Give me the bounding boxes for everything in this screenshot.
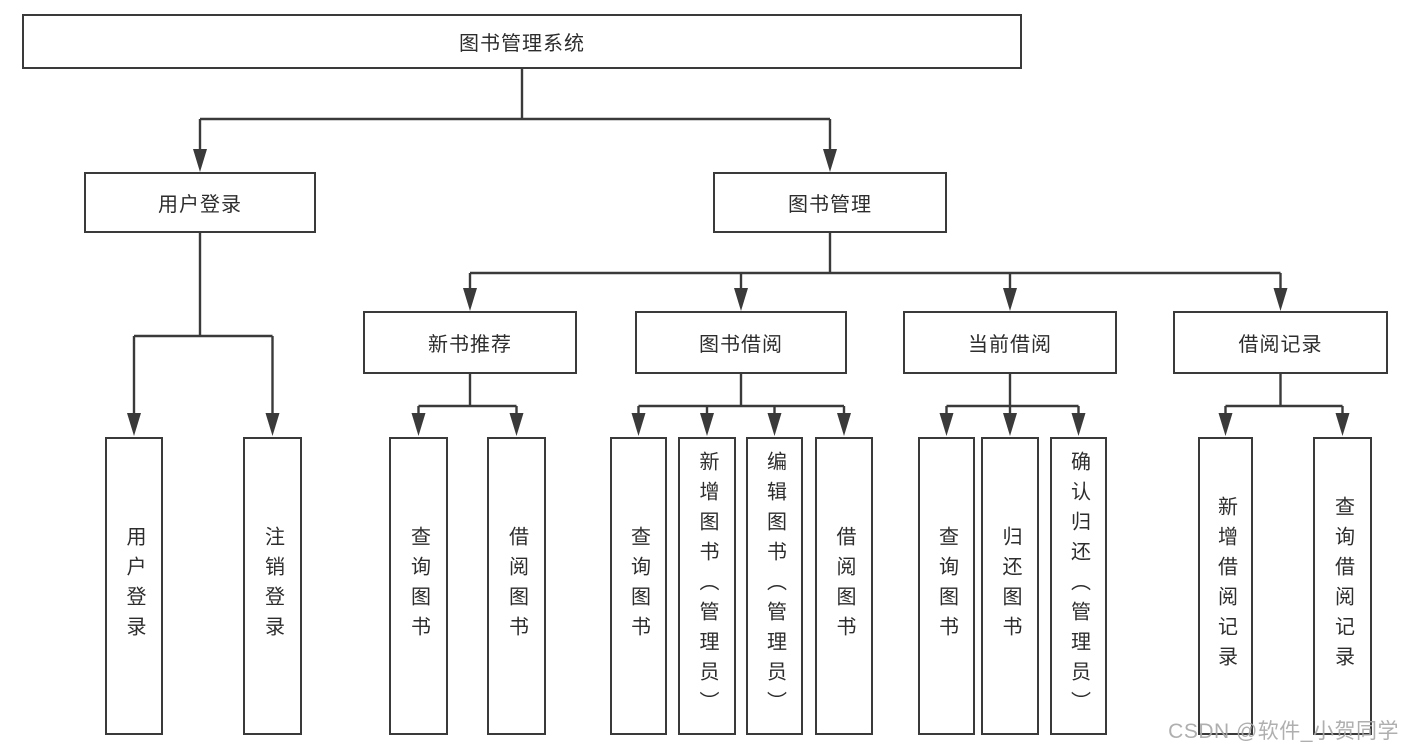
leaf-label: 确认归还（管理员） (1067, 451, 1090, 721)
leaf-user-login: 用户登录 (105, 437, 163, 735)
connector (132, 233, 274, 414)
arrow-down (127, 413, 141, 436)
node-root-label: 图书管理系统 (459, 33, 585, 55)
leaf-label: 查询图书 (407, 526, 430, 646)
node-borrow-records: 借阅记录 (1173, 311, 1388, 374)
leaf-add-books-admin: 新增图书（管理员） (678, 437, 736, 735)
connector (417, 374, 518, 415)
leaf-confirm-return-admin: 确认归还（管理员） (1050, 437, 1107, 735)
node-current-borrow-label: 当前借阅 (968, 334, 1052, 356)
csdn-watermark: CSDN @软件_小贺同学 (1168, 720, 1399, 743)
leaf-label: 查询借阅记录 (1331, 496, 1354, 676)
node-new-book-recommend-label: 新书推荐 (428, 334, 512, 356)
leaf-add-borrow-record: 新增借阅记录 (1198, 437, 1253, 735)
arrow-down (463, 288, 477, 311)
connector (198, 68, 832, 151)
node-book-management-label: 图书管理 (788, 194, 872, 216)
node-borrow-records-label: 借阅记录 (1238, 334, 1323, 356)
leaf-label: 借阅图书 (505, 526, 528, 646)
node-new-book-recommend: 新书推荐 (363, 311, 577, 374)
leaf-label: 查询图书 (627, 526, 650, 646)
arrow-down (631, 413, 646, 436)
connector (468, 233, 1282, 290)
arrow-down (1273, 288, 1288, 311)
arrow-down (1335, 413, 1350, 436)
leaf-label: 新增图书（管理员） (696, 451, 718, 721)
arrow-down (1218, 413, 1233, 436)
node-root: 图书管理系统 (22, 14, 1022, 69)
arrow-down (1071, 413, 1086, 436)
arrow-down (939, 413, 954, 436)
leaf-edit-books-admin: 编辑图书（管理员） (746, 437, 803, 735)
leaf-logout: 注销登录 (243, 437, 302, 735)
leaf-query-books-1: 查询图书 (389, 437, 448, 735)
arrow-down (1003, 288, 1017, 311)
leaf-query-books-2: 查询图书 (610, 437, 667, 735)
arrow-down (823, 149, 837, 172)
leaf-borrow-books-2: 借阅图书 (815, 437, 873, 735)
leaf-label: 借阅图书 (833, 526, 855, 646)
node-user-login: 用户登录 (84, 172, 316, 233)
arrow-down (734, 288, 748, 311)
node-current-borrow: 当前借阅 (903, 311, 1117, 374)
leaf-label: 查询图书 (935, 526, 958, 646)
node-book-borrow-label: 图书借阅 (699, 334, 783, 356)
node-user-login-label: 用户登录 (158, 194, 242, 216)
arrow-down (837, 413, 851, 436)
leaf-label: 用户登录 (123, 526, 145, 646)
leaf-label: 新增借阅记录 (1214, 496, 1237, 676)
arrow-down (767, 413, 782, 436)
connector (637, 374, 846, 415)
leaf-return-books: 归还图书 (981, 437, 1039, 735)
node-book-management: 图书管理 (713, 172, 947, 233)
leaf-label: 编辑图书（管理员） (763, 451, 786, 721)
leaf-query-borrow-record: 查询借阅记录 (1313, 437, 1372, 735)
arrow-down (700, 413, 714, 436)
arrow-down (265, 413, 280, 436)
leaf-label: 归还图书 (999, 526, 1021, 646)
leaf-borrow-books-1: 借阅图书 (487, 437, 546, 735)
leaf-label: 注销登录 (261, 526, 284, 646)
arrow-down (509, 413, 524, 436)
leaf-query-books-3: 查询图书 (918, 437, 975, 735)
node-book-borrow: 图书借阅 (635, 311, 847, 374)
arrow-down (411, 413, 426, 436)
connector (1224, 374, 1344, 415)
arrow-down (1003, 413, 1017, 436)
arrow-down (193, 149, 207, 172)
connector (945, 374, 1080, 415)
